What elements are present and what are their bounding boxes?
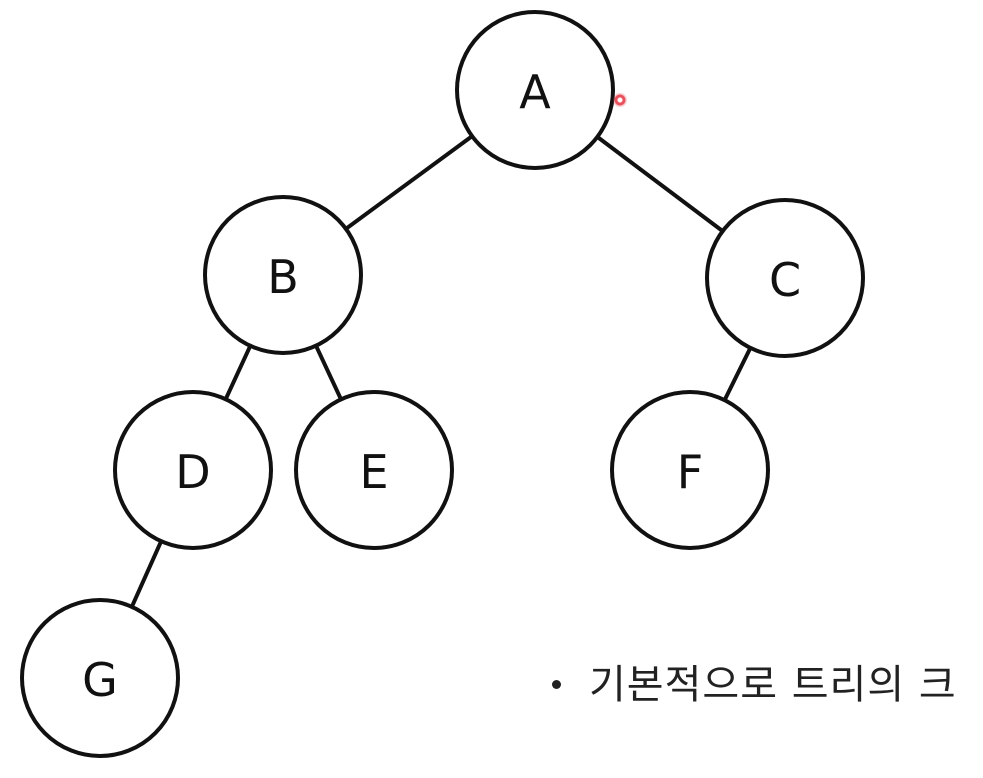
edge-b-e [313,343,344,402]
node-circle [20,598,180,758]
node-label: E [359,445,388,499]
caption-text: 기본적으로 트리의 크 [589,662,957,708]
node-circle [294,390,454,550]
tree-node-f: F [610,390,770,550]
edges-layer [129,134,753,609]
nodes-layer: A B C D E F G [20,10,865,758]
node-label: G [82,653,118,707]
node-label: D [175,445,210,499]
node-label: F [677,445,703,499]
node-circle [113,390,273,550]
node-circle [705,198,865,358]
edge-d-g [129,539,164,609]
pointer-cursor-icon [613,93,627,107]
node-circle [203,195,363,355]
node-label: A [519,65,551,119]
caption-bullet: 기본적으로 트리의 크 [552,652,957,710]
tree-node-d: D [113,390,273,550]
edge-b-d [223,343,253,402]
tree-node-b: B [203,195,363,355]
tree-node-c: C [705,198,865,358]
node-circle [610,390,770,550]
node-circle [455,10,615,170]
edge-a-b [343,134,475,231]
tree-node-a: A [455,10,615,170]
edge-c-f [722,345,753,403]
node-label: B [267,250,299,304]
bullet-icon [552,679,561,689]
node-label: C [769,253,801,307]
tree-node-g: G [20,598,180,758]
edge-a-c [595,134,725,234]
tree-node-e: E [294,390,454,550]
